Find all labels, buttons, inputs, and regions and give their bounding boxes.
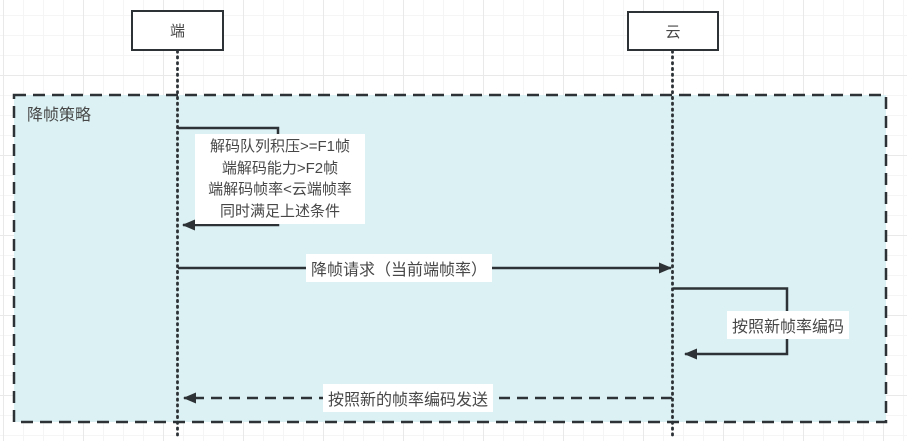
- return-arrow-label[interactable]: 按照新的帧率编码发送: [322, 384, 494, 412]
- cloud-encode-label[interactable]: 按照新帧率编码: [726, 311, 850, 339]
- condition-line-4: 同时满足上述条件: [219, 202, 340, 220]
- request-arrow-label[interactable]: 降帧请求（当前端帧率）: [305, 254, 493, 282]
- condition-line-1: 解码队列积压>=F1帧: [209, 138, 351, 155]
- condition-line-3: 端解码帧率<云端帧率: [208, 181, 352, 198]
- condition-note[interactable]: 解码队列积压>=F1帧 端解码能力>F2帧 端解码帧率<云端帧率 同时满足上述条…: [195, 134, 365, 224]
- condition-line-2: 端解码能力>F2帧: [221, 159, 339, 177]
- actor-client[interactable]: 端: [131, 10, 224, 51]
- frame-title[interactable]: 降帧策略: [27, 107, 92, 124]
- actor-cloud[interactable]: 云: [627, 11, 719, 51]
